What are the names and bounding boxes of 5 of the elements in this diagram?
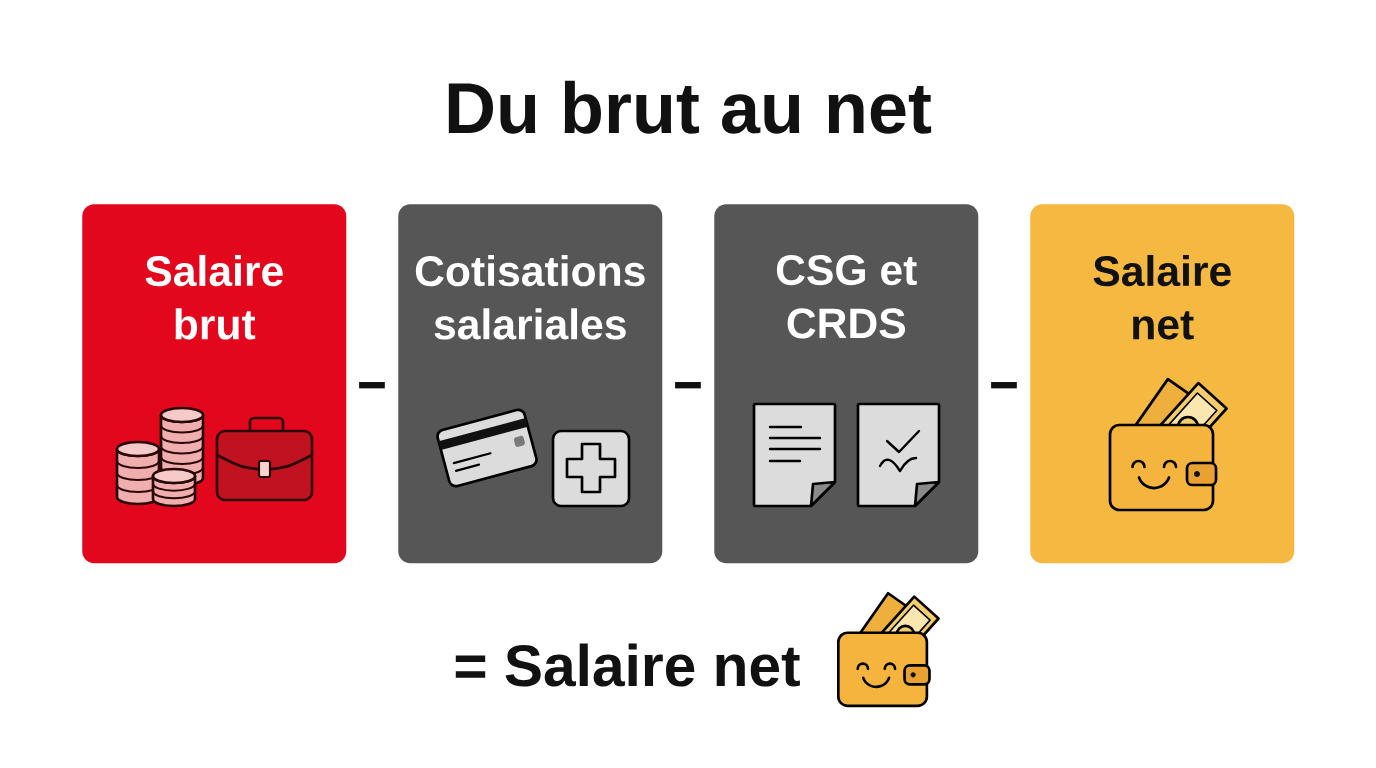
minus-sign: - [359,382,385,389]
title: Du brut au net [448,80,932,134]
minus-sign: - [675,382,701,389]
minus-sign: - [991,382,1017,389]
result-text: = Salaire net [455,643,800,687]
